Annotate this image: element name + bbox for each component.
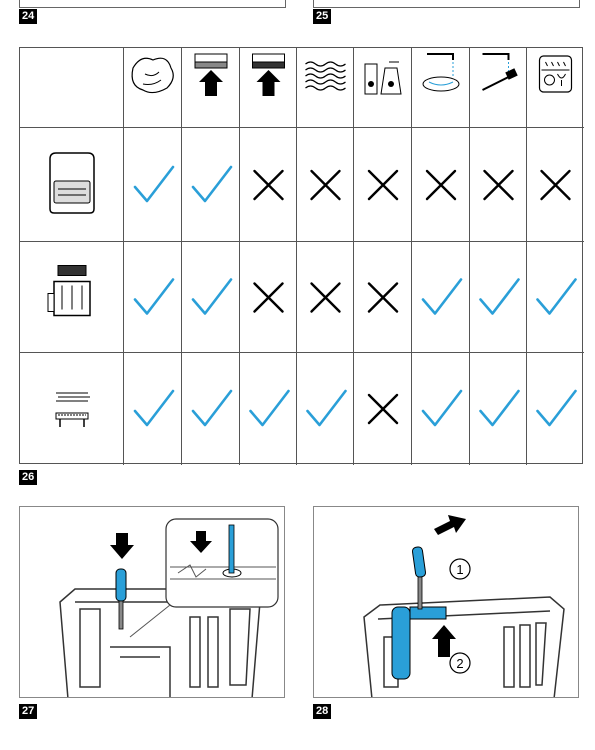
- figure-25-panel: [313, 0, 580, 8]
- column-header-5: [354, 48, 412, 128]
- table-cell: [182, 128, 240, 242]
- arrow-down-icon: [110, 533, 134, 559]
- column-header-4: [297, 48, 354, 128]
- check-mark-icon: [306, 389, 347, 427]
- table-cell: [240, 353, 297, 465]
- row-header-1: [20, 128, 124, 242]
- check-mark-icon: [479, 278, 520, 315]
- cross-mark-icon: [367, 393, 399, 425]
- cross-mark-icon: [253, 169, 284, 201]
- table-cell: [527, 242, 584, 353]
- table-cell: [124, 128, 182, 242]
- basket-illustration: [363, 596, 565, 697]
- check-mark-icon: [133, 165, 175, 203]
- cross-mark-icon: [483, 169, 514, 201]
- check-mark-icon: [191, 165, 233, 203]
- detail-inset: [165, 518, 279, 608]
- table-cell: [412, 353, 470, 465]
- step-1-number: 1: [456, 562, 463, 577]
- brush-under-tap-icon: [482, 53, 518, 91]
- cross-mark-icon: [253, 282, 284, 313]
- check-mark-icon: [249, 389, 290, 427]
- arrow-up-icon: [432, 625, 456, 657]
- step-2-callout: 2: [449, 652, 471, 674]
- cross-mark-icon: [310, 282, 341, 313]
- table-cell: [354, 242, 412, 353]
- figure-24-panel: [19, 0, 286, 8]
- row-header-2: [20, 242, 124, 353]
- figure-28-illustration: 1 2: [313, 506, 579, 698]
- cleaning-spray-icon: [364, 61, 402, 95]
- table-cell: [182, 353, 240, 465]
- check-mark-icon: [479, 389, 520, 427]
- figure-28-label: 28: [313, 704, 332, 719]
- table-cell: [412, 128, 470, 242]
- cross-mark-icon: [425, 169, 457, 201]
- grill-racks-icon: [55, 392, 90, 427]
- table-cell: [297, 128, 354, 242]
- table-cell: [470, 353, 527, 465]
- table-cell: [527, 353, 584, 465]
- table-cell: [240, 128, 297, 242]
- figure-27-illustration: [19, 506, 285, 698]
- table-cell: [297, 353, 354, 465]
- column-header-3: [240, 48, 297, 128]
- table-cell: [527, 128, 584, 242]
- column-header-7: [470, 48, 527, 128]
- table-cell: [470, 128, 527, 242]
- check-mark-icon: [536, 278, 577, 315]
- check-mark-icon: [421, 389, 463, 427]
- table-cell: [354, 353, 412, 465]
- handle-part-illustration: [391, 606, 447, 680]
- check-mark-icon: [191, 278, 233, 315]
- soft-sponge-icon: [194, 53, 228, 96]
- air-fryer-body-icon: [49, 152, 95, 214]
- table-cell: [124, 242, 182, 353]
- screwdriver-illustration: [115, 568, 127, 630]
- check-mark-icon: [133, 389, 175, 427]
- cross-mark-icon: [310, 169, 341, 201]
- table-cell: [297, 242, 354, 353]
- steel-wool-icon: [305, 61, 346, 91]
- column-header-2: [182, 48, 240, 128]
- figure-27-label: 27: [19, 704, 38, 719]
- table-corner-cell: [20, 48, 124, 128]
- table-cell: [240, 242, 297, 353]
- figure-26-label: 26: [19, 470, 38, 485]
- arrow-up-right-icon: [434, 515, 466, 535]
- basket-and-insert-icon: [47, 265, 91, 317]
- column-header-1: [124, 48, 182, 128]
- row-header-3: [20, 353, 124, 465]
- soft-cloth-icon: [131, 57, 174, 94]
- cleaning-table: [19, 47, 584, 465]
- cross-mark-icon: [540, 169, 571, 201]
- step-1-callout: 1: [449, 558, 471, 580]
- table-cell: [124, 353, 182, 465]
- cross-mark-icon: [367, 169, 399, 201]
- table-cell: [182, 242, 240, 353]
- check-mark-icon: [191, 389, 233, 427]
- cross-mark-icon: [367, 282, 399, 313]
- table-cell: [470, 242, 527, 353]
- screwdriver-illustration: [411, 546, 427, 610]
- check-mark-icon: [536, 389, 577, 427]
- check-mark-icon: [421, 278, 463, 315]
- rinse-in-water-icon: [422, 53, 460, 92]
- column-header-6: [412, 48, 470, 128]
- step-2-number: 2: [456, 656, 463, 671]
- column-header-8: [527, 48, 584, 128]
- figure-25-label: 25: [313, 9, 332, 24]
- figure-24-label: 24: [19, 9, 38, 24]
- check-mark-icon: [133, 278, 175, 315]
- table-cell: [354, 128, 412, 242]
- scouring-sponge-icon: [252, 53, 285, 96]
- table-cell: [412, 242, 470, 353]
- dishwasher-icon: [538, 55, 573, 93]
